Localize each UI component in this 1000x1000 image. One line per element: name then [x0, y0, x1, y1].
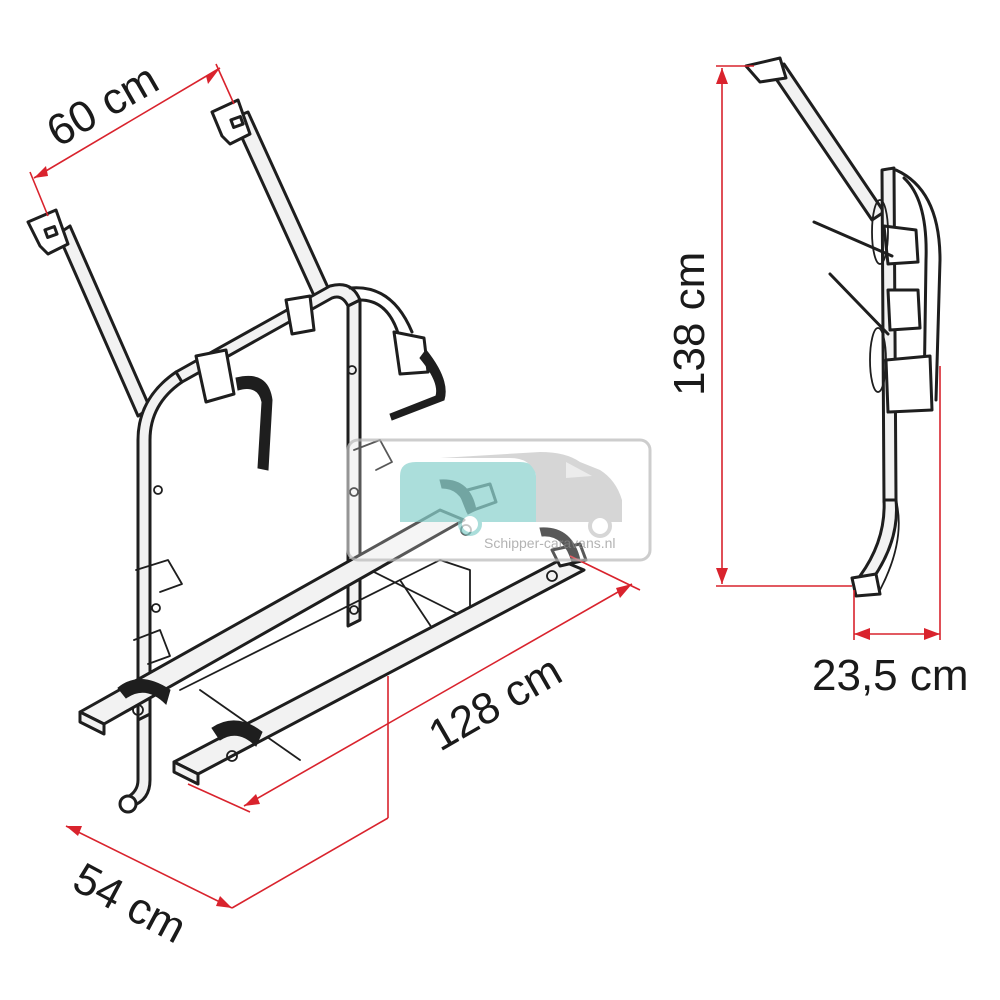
frame-hooks [133, 439, 393, 665]
rail-front-strap [117, 679, 171, 705]
watermark-text: Schipper-caravans.nl [484, 535, 616, 551]
dimension-label-depth: 54 cm [65, 854, 194, 954]
side-top-clamp [744, 56, 788, 84]
top-strap-left [235, 375, 273, 471]
top-strap-right [389, 349, 446, 421]
dimension-width-top: 60 cm [29, 54, 235, 217]
dimension-line-60 [33, 67, 221, 179]
watermark: Schipper-caravans.nl [346, 438, 652, 562]
dimension-height: 138 cm [665, 65, 852, 587]
dimension-label-side-depth: 23,5 cm [812, 651, 969, 700]
main-frame [118, 283, 414, 814]
dimension-side-depth: 23,5 cm [812, 366, 969, 700]
dimension-length: 128 cm [187, 555, 641, 813]
dimension-label-width-top: 60 cm [39, 54, 167, 156]
dimension-label-height: 138 cm [665, 252, 714, 396]
side-foot [850, 572, 882, 598]
caravan-camper-logo-icon [400, 452, 622, 538]
top-wheel-holders [194, 294, 446, 471]
bike-carrier-side-view [744, 56, 942, 598]
rail-back-strap [211, 720, 263, 747]
foot-cap [118, 794, 138, 814]
dimension-label-length: 128 cm [421, 646, 570, 761]
